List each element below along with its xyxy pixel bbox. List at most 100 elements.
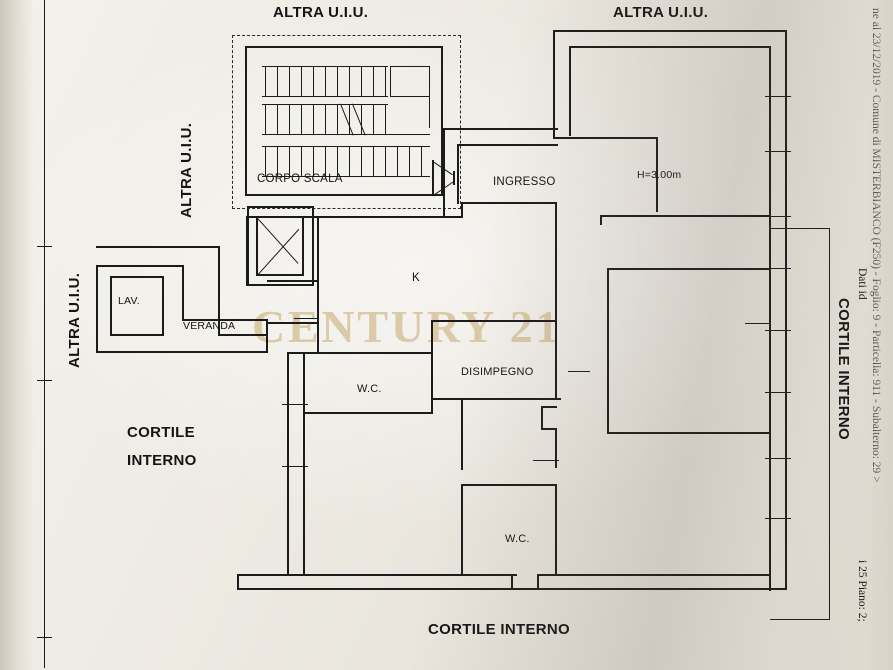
wall-right-unit-left-outer (553, 30, 555, 139)
wall-disimpegno-right-lower (555, 428, 557, 468)
stair-tread (361, 104, 362, 134)
wall-disimpegno-rt-bottom (541, 428, 557, 430)
wall-veranda-right-cap (266, 319, 268, 353)
wall-kitchen-upper-run (461, 202, 557, 204)
stair-tread (337, 104, 338, 134)
corpo-scala-left-wall (245, 46, 247, 196)
corpo-scala-right-wall (441, 46, 443, 196)
wall-veranda-mid (218, 334, 268, 336)
left-tick-3 (37, 637, 52, 638)
window-mark-right-4 (765, 268, 791, 269)
corpo-scala-bottom-wall (245, 194, 443, 196)
stair-tread (301, 66, 302, 96)
left-tick-1 (37, 246, 52, 247)
stair-tread (349, 146, 350, 176)
wall-wc-lower-left (461, 484, 463, 574)
wall-disimpegno-rt-cap (541, 406, 557, 408)
wall-disimpegno-left (431, 320, 433, 354)
label-wc-lower: W.C. (505, 533, 530, 545)
wall-wc-upper-bottom (305, 412, 433, 414)
wall-veranda-connector-top (267, 280, 319, 282)
wall-right-corridor-top (600, 215, 770, 217)
stair-landing-right (429, 66, 430, 128)
wall-wc-upper-top (305, 352, 433, 354)
stair-tread (349, 104, 350, 134)
stair-tread (265, 146, 266, 176)
wall-top-right-outer (553, 30, 787, 32)
left-reference-line (44, 0, 45, 668)
right-reference-line (829, 228, 830, 620)
stair-landing-bottom (390, 96, 430, 97)
right-reference-line-top (770, 228, 830, 229)
stair-tread (361, 66, 362, 96)
wall-center-left-cap-top (287, 352, 305, 354)
wall-right-inner-vertical (769, 46, 771, 591)
wall-corridor-drop (461, 398, 463, 414)
opening-mark-left-1 (294, 318, 318, 319)
window-mark-right-8 (765, 518, 791, 519)
label-cortile-interno-left-1: CORTILE (127, 424, 195, 441)
wall-kitchen-top (317, 216, 463, 218)
wall-center-left-vertical (303, 352, 305, 574)
lift-right-wall (312, 206, 314, 286)
wall-bottom-left-cap (237, 574, 239, 590)
wall-corridor-bottom (431, 398, 561, 400)
label-veranda: VERANDA (183, 320, 236, 332)
wall-center-left-vertical-outer (287, 352, 289, 574)
wall-veranda-bottom-outer (182, 351, 268, 353)
stair-landing-top (390, 66, 430, 67)
label-height-note: H=3.00m (637, 169, 682, 181)
wall-kitchen-notch-up (461, 202, 463, 218)
wall-bottom-left-inner (237, 574, 289, 576)
lift-top-wall (247, 206, 314, 208)
wall-bottom-mid-cap (511, 574, 513, 590)
wall-wc-lower-top (461, 484, 557, 486)
stair-tread (277, 146, 278, 176)
stair-tread (265, 66, 266, 96)
window-mark-right-3 (765, 216, 791, 217)
wall-lav-top (96, 265, 184, 267)
opening-mark-center-1 (568, 371, 590, 372)
corpo-scala-top-wall (245, 46, 443, 48)
stair-tread (325, 146, 326, 176)
label-wc-upper: W.C. (357, 383, 382, 395)
corpo-scala-dashed-boundary (232, 35, 461, 209)
label-disimpegno: DISIMPEGNO (461, 366, 534, 378)
wall-disimpegno-right (555, 320, 557, 400)
label-altra-uiu-top-right: ALTRA U.I.U. (613, 4, 709, 21)
stair-tread (337, 66, 338, 96)
wall-veranda-left-inner (182, 265, 184, 321)
opening-mark-left-3 (282, 404, 308, 405)
wall-wc-upper-right (431, 352, 433, 414)
label-cortile-interno-right: CORTILE INTERNO (835, 298, 852, 440)
lift-cabin-bottom (256, 274, 304, 276)
wall-right-corridor-stub (600, 215, 602, 225)
wall-left-house-upper (218, 246, 220, 334)
stair-tread (409, 146, 410, 176)
label-lavatoio: LAV. (118, 295, 140, 307)
stair-tread (385, 146, 386, 176)
wall-right-room-bottom (607, 432, 770, 434)
stair-tread (373, 104, 374, 134)
label-cortile-interno-bottom: CORTILE INTERNO (428, 621, 570, 638)
right-reference-line-bottom (770, 619, 830, 620)
wall-wc-lower-right (555, 484, 557, 574)
stair-tread (361, 146, 362, 176)
stair-tread (337, 146, 338, 176)
stair-tread (289, 146, 290, 176)
entrance-door-stop (453, 171, 455, 185)
window-mark-right-7 (765, 458, 791, 459)
wall-right-outer-vertical (785, 30, 787, 590)
left-tick-2 (37, 380, 52, 381)
stair-tread (421, 146, 422, 176)
wall-right-unit-innerdrop (656, 137, 658, 212)
label-corpo-scala: CORPO SCALA (257, 173, 343, 185)
lift-left-wall (247, 206, 249, 286)
wall-bottom-center (287, 574, 517, 576)
stair-tread (397, 146, 398, 176)
stair-half-landing-top (262, 146, 430, 147)
label-kitchen: K (412, 272, 420, 284)
window-mark-right-5 (765, 330, 791, 331)
stair-tread (289, 66, 290, 96)
